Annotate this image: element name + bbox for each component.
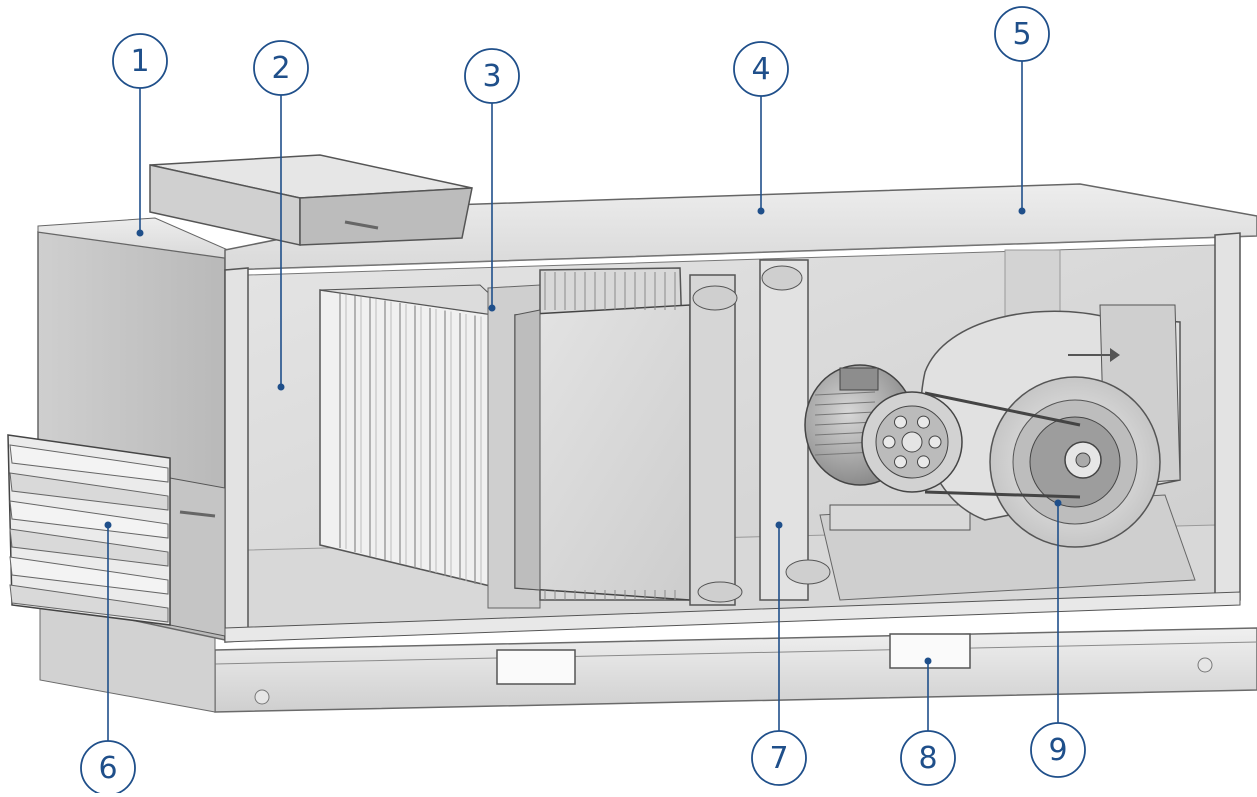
- callout-circle-5: [994, 6, 1050, 62]
- callout-circle-4: [733, 41, 789, 97]
- callout-circle-1: [112, 33, 168, 89]
- top-duct-collar: [149, 154, 473, 246]
- callout-number-3: 3: [482, 59, 501, 94]
- callout-dot-9: [1054, 499, 1062, 507]
- motor: [804, 364, 963, 493]
- callout-dot-2: [277, 383, 285, 391]
- callout-dot-6: [104, 521, 112, 529]
- callout-dot-4: [757, 207, 765, 215]
- callout-number-1: 1: [130, 44, 149, 79]
- fan-inlet: [989, 376, 1161, 548]
- callout-1: 1: [112, 33, 168, 237]
- callout-circle-3: [464, 48, 520, 104]
- motor-fan-assembly: [804, 304, 1196, 601]
- callout-dot-8: [924, 657, 932, 665]
- callout-dot-5: [1018, 207, 1026, 215]
- callout-number-5: 5: [1012, 17, 1031, 52]
- callout-2: 2: [253, 40, 309, 391]
- callout-number-7: 7: [769, 741, 788, 776]
- callout-number-9: 9: [1048, 733, 1067, 768]
- outside-air-louver: [7, 434, 226, 637]
- callout-9: 9: [1030, 499, 1086, 778]
- callout-dot-7: [775, 521, 783, 529]
- callout-6: 6: [80, 521, 136, 796]
- callout-number-6: 6: [98, 751, 117, 786]
- callout-dot-3: [488, 304, 496, 312]
- callout-circle-8: [900, 730, 956, 786]
- callout-3: 3: [464, 48, 520, 312]
- callout-7: 7: [751, 521, 807, 786]
- callout-number-4: 4: [751, 52, 770, 87]
- callout-circle-7: [751, 730, 807, 786]
- front-frame: [224, 232, 1241, 643]
- coil-fins: [544, 272, 676, 600]
- callouts: 1 2 3 4 5 6 7 8 9: [80, 6, 1086, 796]
- callout-8: 8: [900, 657, 956, 786]
- callout-circle-9: [1030, 722, 1086, 778]
- callout-number-8: 8: [918, 741, 937, 776]
- callout-circle-2: [253, 40, 309, 96]
- base-slot-left: [496, 649, 576, 685]
- callout-4: 4: [733, 41, 789, 215]
- coil-frame: [689, 259, 831, 606]
- v-belt: [924, 391, 1081, 499]
- coil-section: [514, 267, 691, 601]
- callout-5: 5: [994, 6, 1050, 215]
- callout-number-2: 2: [271, 51, 290, 86]
- callout-dot-1: [136, 229, 144, 237]
